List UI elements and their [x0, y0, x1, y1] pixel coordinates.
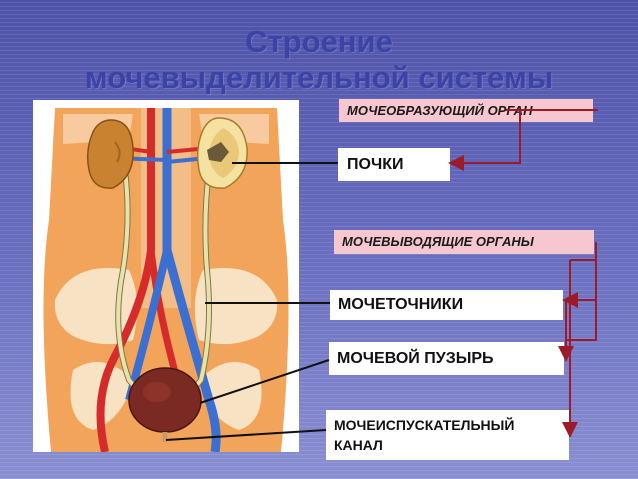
kidney-left-hilum — [114, 141, 121, 163]
kidneys-text: ПОЧКИ — [347, 156, 404, 173]
urethra-pointer-line — [165, 429, 327, 441]
urethra-text-line2: КАНАЛ — [334, 437, 383, 453]
excretory-organs-text: МОЧЕВЫВОДЯЩИЕ ОРГАНЫ — [342, 234, 534, 249]
pelvis-right-wing — [194, 268, 278, 345]
kidneys-label: ПОЧКИ — [338, 148, 450, 181]
ureters-text: МОЧЕТОЧНИКИ — [338, 296, 464, 313]
bladder-label: МОЧЕВОЙ ПУЗЫРЬ — [329, 342, 564, 375]
urethra-text-line1: МОЧЕИСПУСКАТЕЛЬНЫЙ — [334, 417, 515, 433]
bladder-text: МОЧЕВОЙ ПУЗЫРЬ — [337, 350, 494, 367]
forming-organ-label: МОЧЕОБРАЗУЮЩИЙ ОРГАН — [339, 99, 593, 122]
ureter-right — [189, 169, 211, 394]
kidney-icon — [86, 119, 134, 189]
bladder-pointer-line — [199, 359, 330, 404]
pelvis-illustration — [43, 108, 289, 453]
renal-pelvis — [207, 142, 229, 162]
excretory-organs-label: МОЧЕВЫВОДЯЩИЕ ОРГАНЫ — [334, 230, 594, 254]
urethra-label: МОЧЕИСПУСКАТЕЛЬНЫЙ КАНАЛ — [326, 410, 569, 460]
excretory-bracket — [566, 242, 597, 341]
slide-title-line1: Строение — [245, 24, 393, 59]
ureter-left — [116, 169, 141, 394]
ureters-label: МОЧЕТОЧНИКИ — [330, 290, 563, 320]
bladder-highlight — [143, 382, 171, 402]
forming-organ-text: МОЧЕОБРАЗУЮЩИЙ ОРГАН — [347, 103, 533, 118]
anatomy-illustration-panel — [33, 100, 299, 453]
aorta-left-branch — [96, 108, 155, 453]
slide-title-line2: мочевыделительной системы — [84, 60, 554, 95]
forming-organ-arrow — [448, 110, 521, 171]
